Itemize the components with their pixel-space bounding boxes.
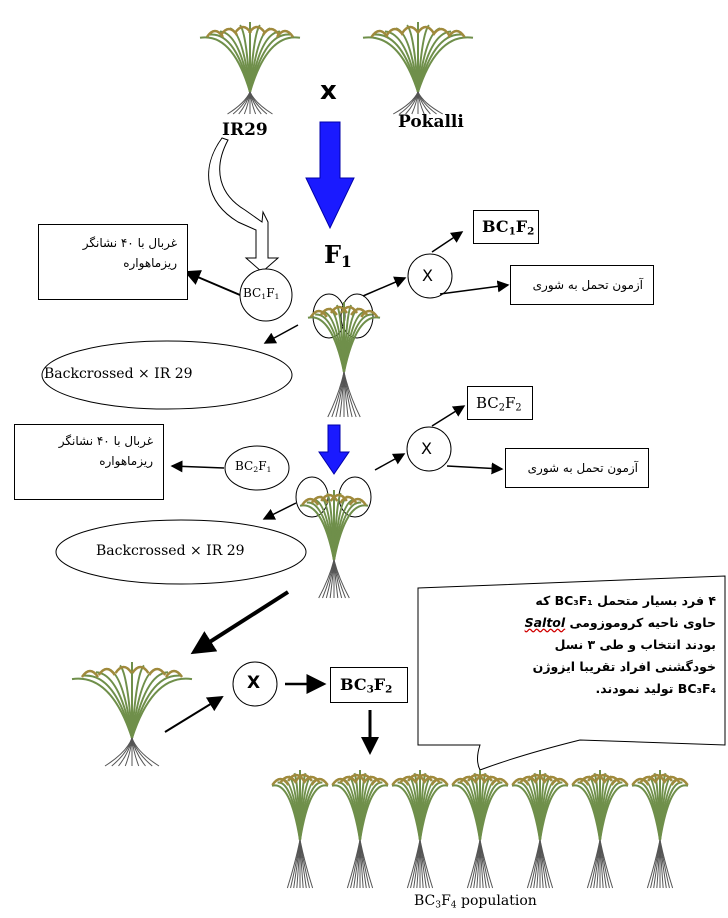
bc1-self-symbol: X [422, 266, 433, 285]
plant-bc2 [299, 490, 369, 599]
blue-arrow-bc2 [318, 424, 350, 475]
parent-pokalli-label: Pokalli [398, 112, 464, 132]
bc3f2-box: BC3F2 [330, 667, 408, 703]
plant-population-1 [271, 770, 329, 889]
plant-population-4 [451, 770, 509, 889]
bc1-test-box: آزمون تحمل به شوری [510, 265, 654, 305]
callout-balloon [417, 575, 726, 771]
population-label: BC3F4 population [414, 893, 537, 911]
bc2-screen-text: غربال با ۴۰ نشانگر ریزماهواره [58, 434, 153, 469]
bc1-select-ellipse-right [340, 293, 374, 339]
callout-line-4: خودگشنی افراد تقریبا ایزوژن [532, 658, 716, 674]
f1-label: F1 [324, 240, 352, 271]
bc1-screen-box: غربال با ۴۰ نشانگر ریزماهواره [38, 224, 188, 300]
bc2-self-symbol: X [421, 439, 432, 458]
bc2f1-node-ellipse [224, 445, 290, 491]
bc1-backcross-ellipse [41, 340, 293, 410]
plant-population-6 [571, 770, 629, 889]
callout-line-5: BC₃F₄ تولید نمودند. [595, 680, 716, 696]
parent-ir29-label: IR29 [222, 120, 268, 140]
bc2f2-box: BC2F2 [467, 386, 533, 420]
plant-population-7 [631, 770, 689, 889]
bc1-test-text: آزمون تحمل به شوری [532, 278, 643, 292]
bc1f1-node-label: BC1F1 [243, 286, 280, 301]
plant-bc3-parent [71, 662, 193, 767]
bc1-screen-text: غربال با ۴۰ نشانگر ریزماهواره [82, 236, 177, 271]
bc2-test-box: آزمون تحمل به شوری [505, 448, 649, 488]
bc2-backcross-ellipse [55, 519, 307, 585]
plant-pokalli [362, 22, 474, 115]
bc1-backcross-label: Backcrossed × IR 29 [44, 366, 193, 382]
bc1-self-circle [407, 253, 453, 299]
bc2-screen-box: غربال با ۴۰ نشانگر ریزماهواره [14, 424, 164, 500]
bc1f2-box: BC1F2 [473, 210, 539, 244]
callout-line-1: ۴ فرد بسیار متحمل BC₃F₁ که [535, 593, 716, 608]
bc3-self-circle [232, 661, 278, 707]
callout-text: ۴ فرد بسیار متحمل BC₃F₁ که حاوی ناحیه کر… [428, 590, 716, 699]
plant-population-3 [391, 770, 449, 889]
bc2f1-node-label: BC2F1 [235, 459, 272, 474]
callout-line-3: بودند انتخاب و طی ۳ نسل [554, 636, 716, 652]
bc2-self-circle [406, 426, 452, 472]
bc3-self-symbol: X [247, 673, 261, 693]
bc2-test-text: آزمون تحمل به شوری [527, 461, 638, 475]
plant-f1 [307, 302, 381, 418]
plant-population-2 [331, 770, 389, 889]
blue-arrow-f1 [305, 121, 355, 230]
bc2-backcross-label: Backcrossed × IR 29 [96, 543, 245, 559]
callout-line-2: حاوی ناحیه کروموزومی Saltol [524, 614, 716, 630]
plant-ir29 [199, 22, 301, 115]
cross-symbol: x [320, 76, 337, 106]
plant-population-5 [511, 770, 569, 889]
curved-arrow-ir29 [208, 137, 280, 273]
